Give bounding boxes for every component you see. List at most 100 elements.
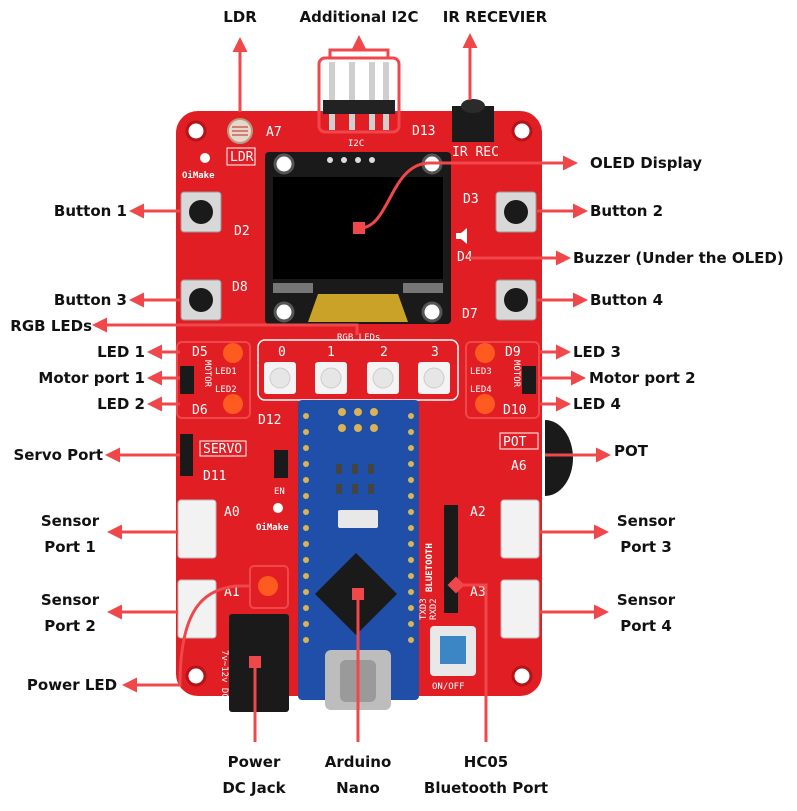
nano-pins-right <box>408 413 414 643</box>
potentiometer: POT A6 <box>499 420 573 496</box>
dc-text: 7v~12v DC <box>219 650 229 699</box>
mount-hole-icon <box>185 665 207 687</box>
callout-lines <box>92 36 611 742</box>
label-button-3: Button 3 <box>54 291 127 309</box>
i2c-board-text: I2C <box>348 139 364 149</box>
sensor-port-1: A0 <box>177 499 240 559</box>
motor-right-text: MOTOR <box>511 360 521 388</box>
label-power-led: Power LED <box>27 676 117 694</box>
label-led-4: LED 4 <box>573 395 621 413</box>
d2-text: D2 <box>234 224 250 239</box>
label-arduino-b: Nano <box>336 779 380 797</box>
a7-text: A7 <box>266 125 282 140</box>
label-sensor-port-2-a: Sensor <box>41 591 100 609</box>
on-off-switch: ON/OFF <box>430 626 476 692</box>
d5-text: D5 <box>192 345 208 360</box>
led1-text: LED1 <box>215 367 237 377</box>
pot-board-text: POT <box>503 435 527 450</box>
brand-logo-2: OiMake <box>256 503 289 533</box>
label-led-2: LED 2 <box>97 395 145 413</box>
label-sensor-port-3-b: Port 3 <box>620 538 672 556</box>
brand-logo: OiMake <box>182 153 215 181</box>
label-hc05-b: Bluetooth Port <box>424 779 548 797</box>
d8-text: D8 <box>232 280 248 295</box>
nano-pins-left <box>303 413 309 643</box>
label-button-2: Button 2 <box>590 202 663 220</box>
led2-text: LED2 <box>215 385 237 395</box>
label-sensor-port-1-b: Port 1 <box>44 538 96 556</box>
rgb-1-text: 1 <box>327 345 335 360</box>
rxd2-text: RXD2 <box>429 598 439 620</box>
d7-text: D7 <box>462 307 478 322</box>
label-sensor-port-4-a: Sensor <box>617 591 676 609</box>
txd3-text: TXD3 <box>419 598 429 620</box>
rgb-2-text: 2 <box>380 345 388 360</box>
label-ldr: LDR <box>223 8 257 26</box>
button-4: D7 <box>462 279 537 322</box>
bluetooth-text: BLUETOOTH <box>425 543 435 592</box>
d11-text: D11 <box>203 469 226 484</box>
led-4 <box>475 394 495 414</box>
d6-text: D6 <box>192 403 208 418</box>
a0-text: A0 <box>224 505 240 520</box>
button-1: D2 <box>180 191 250 239</box>
led-3 <box>475 343 495 363</box>
on-off-text: ON/OFF <box>432 682 465 692</box>
a3-text: A3 <box>470 585 486 600</box>
oled-display: I2C RGB LEDs <box>265 139 451 343</box>
ldr-board-text: LDR <box>230 150 254 165</box>
label-servo-port: Servo Port <box>13 446 103 464</box>
label-button-1: Button 1 <box>54 202 127 220</box>
rgb-leds-board-text: RGB LEDs <box>337 333 380 343</box>
led-1 <box>223 343 243 363</box>
left-led-motor-block: D5 LED1 MOTOR LED2 D6 <box>176 341 251 419</box>
en-text: EN <box>274 487 285 497</box>
label-motor-port-2: Motor port 2 <box>589 369 696 387</box>
led3-text: LED3 <box>470 367 492 377</box>
label-power-dc-a: Power <box>228 753 281 771</box>
d9-text: D9 <box>505 345 521 360</box>
ldr-sensor: LDR A7 <box>226 118 282 166</box>
speaker-icon <box>456 228 467 244</box>
mount-hole-icon <box>511 665 533 687</box>
label-additional-i2c: Additional I2C <box>299 8 418 26</box>
sensor-port-3: A2 <box>470 499 540 559</box>
label-sensor-port-1-a: Sensor <box>41 512 100 530</box>
rgb-3-text: 3 <box>431 345 439 360</box>
button-3: D8 <box>180 279 248 321</box>
motor-left-text: MOTOR <box>202 360 212 388</box>
i2c-header <box>317 56 401 134</box>
label-rgb-leds: RGB LEDs <box>10 317 92 335</box>
d3-text: D3 <box>463 192 479 207</box>
label-hc05-a: HC05 <box>464 753 508 771</box>
d12-text: D12 <box>258 413 281 428</box>
rgb-led-row: 0 1 2 3 D12 <box>257 339 459 428</box>
callout-labels: LDR Additional I2C IR RECEVIER OLED Disp… <box>10 8 783 797</box>
led-2 <box>223 394 243 414</box>
rgb-0-text: 0 <box>278 345 286 360</box>
label-arduino-a: Arduino <box>325 753 392 771</box>
mount-hole-icon <box>511 120 533 142</box>
d10-text: D10 <box>503 403 526 418</box>
button-2: D3 D4 <box>457 191 537 265</box>
a6-text: A6 <box>511 459 527 474</box>
label-pot: POT <box>614 442 649 460</box>
label-oled-display: OLED Display <box>590 154 702 172</box>
ir-rec-text: IR REC <box>452 145 499 160</box>
d13-text: D13 <box>412 124 435 139</box>
servo-header: SERVO D11 EN <box>180 434 288 497</box>
brand-text-2: OiMake <box>256 522 289 533</box>
sensor-port-4: A3 <box>470 579 540 639</box>
label-led-3: LED 3 <box>573 343 621 361</box>
right-led-motor-block: D9 LED3 MOTOR LED4 D10 <box>465 341 540 419</box>
label-sensor-port-2-b: Port 2 <box>44 617 96 635</box>
mount-hole-icon <box>185 120 207 142</box>
label-ir-receiver: IR RECEVIER <box>443 8 548 26</box>
d4-text: D4 <box>457 250 473 265</box>
label-button-4: Button 4 <box>590 291 663 309</box>
brand-text: OiMake <box>182 170 215 181</box>
label-sensor-port-3-a: Sensor <box>617 512 676 530</box>
servo-text: SERVO <box>203 442 242 457</box>
label-buzzer: Buzzer (Under the OLED) <box>573 249 784 267</box>
